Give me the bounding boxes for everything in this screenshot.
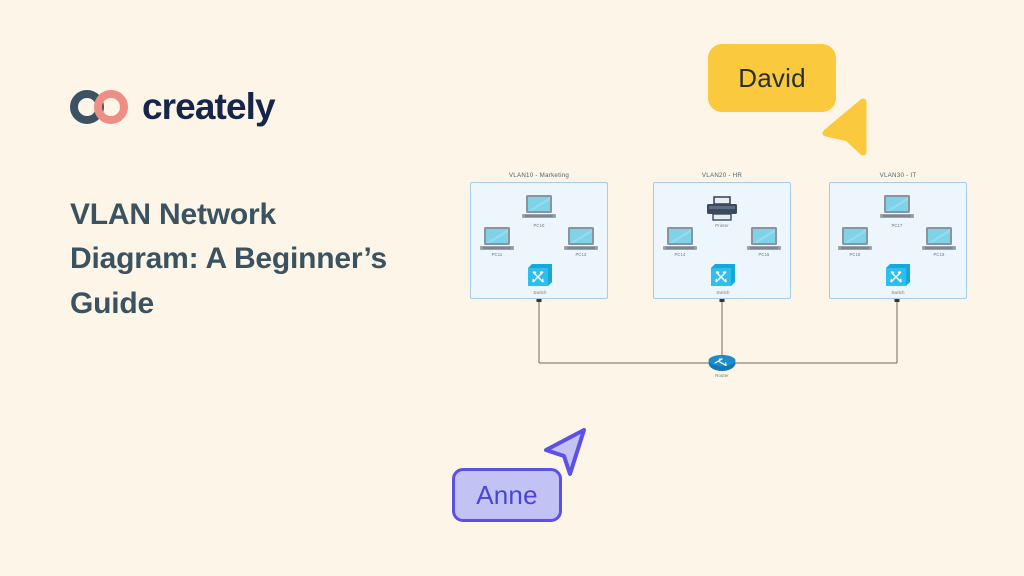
- router-label: Router: [715, 373, 729, 378]
- device-label-pc10: PC10: [533, 223, 545, 228]
- device-label-pc18: PC18: [849, 252, 861, 257]
- device-label-printer: Printer: [715, 223, 729, 228]
- device-switch-vlan10[interactable]: Switch: [527, 263, 553, 295]
- device-laptop-pc10[interactable]: PC10: [521, 194, 557, 228]
- switch-label-vlan30: Switch: [891, 290, 905, 295]
- device-laptop-pc14[interactable]: PC14: [662, 226, 698, 257]
- laptop-icon: [522, 195, 556, 218]
- device-label-pc11: PC11: [491, 252, 503, 257]
- cursor-arrow-icon-anne: [544, 428, 586, 476]
- collaborator-label-david[interactable]: David: [711, 47, 833, 109]
- device-label-pc17: PC17: [891, 223, 903, 228]
- switch-icon: [711, 264, 735, 286]
- device-laptop-pc17[interactable]: PC17: [879, 194, 915, 228]
- collaborator-name-david: David: [738, 62, 806, 93]
- printer-icon: [707, 196, 737, 221]
- device-laptop-pc18[interactable]: PC18: [837, 226, 873, 257]
- page-title: VLAN Network Diagram: A Beginner’s Guide: [70, 198, 387, 320]
- collaborator-name-anne: Anne: [476, 479, 538, 510]
- device-switch-vlan20[interactable]: Switch: [710, 263, 736, 295]
- device-laptop-pc12[interactable]: PC12: [563, 226, 599, 257]
- device-laptop-pc15[interactable]: PC15: [746, 226, 782, 257]
- laptop-icon: [480, 227, 514, 250]
- device-router[interactable]: Router: [708, 354, 736, 378]
- switch-label-vlan20: Switch: [716, 290, 730, 295]
- laptop-icon: [838, 227, 872, 250]
- device-label-pc14: PC14: [674, 252, 686, 257]
- switch-icon: [528, 264, 552, 286]
- logo-ring-right: [94, 89, 128, 124]
- switch-label-vlan10: Switch: [533, 290, 547, 295]
- device-laptop-pc19[interactable]: PC19: [921, 226, 957, 257]
- device-printer[interactable]: Printer: [706, 196, 738, 228]
- interlocking-rings-icon: [70, 89, 128, 124]
- device-label-pc15: PC15: [758, 252, 770, 257]
- device-switch-vlan30[interactable]: Switch: [885, 263, 911, 295]
- laptop-icon: [564, 227, 598, 250]
- laptop-icon: [747, 227, 781, 250]
- laptop-icon: [880, 195, 914, 218]
- laptop-icon: [663, 227, 697, 250]
- creately-logo: creately: [70, 86, 276, 127]
- cursor-arrow-icon-david: [822, 98, 867, 156]
- device-label-pc19: PC19: [933, 252, 945, 257]
- router-icon: [708, 355, 736, 371]
- switch-icon: [886, 264, 910, 286]
- laptop-icon: [922, 227, 956, 250]
- device-laptop-pc11[interactable]: PC11: [479, 226, 515, 257]
- vlan-title-0: VLAN10 - Marketing: [508, 172, 570, 179]
- collaborator-label-anne[interactable]: Anne: [452, 468, 562, 522]
- logo-wordmark: creately: [142, 86, 276, 127]
- vlan-title-2: VLAN30 - IT: [879, 172, 917, 179]
- vlan-title-1: VLAN20 - HR: [701, 172, 743, 179]
- device-label-pc12: PC12: [575, 252, 587, 257]
